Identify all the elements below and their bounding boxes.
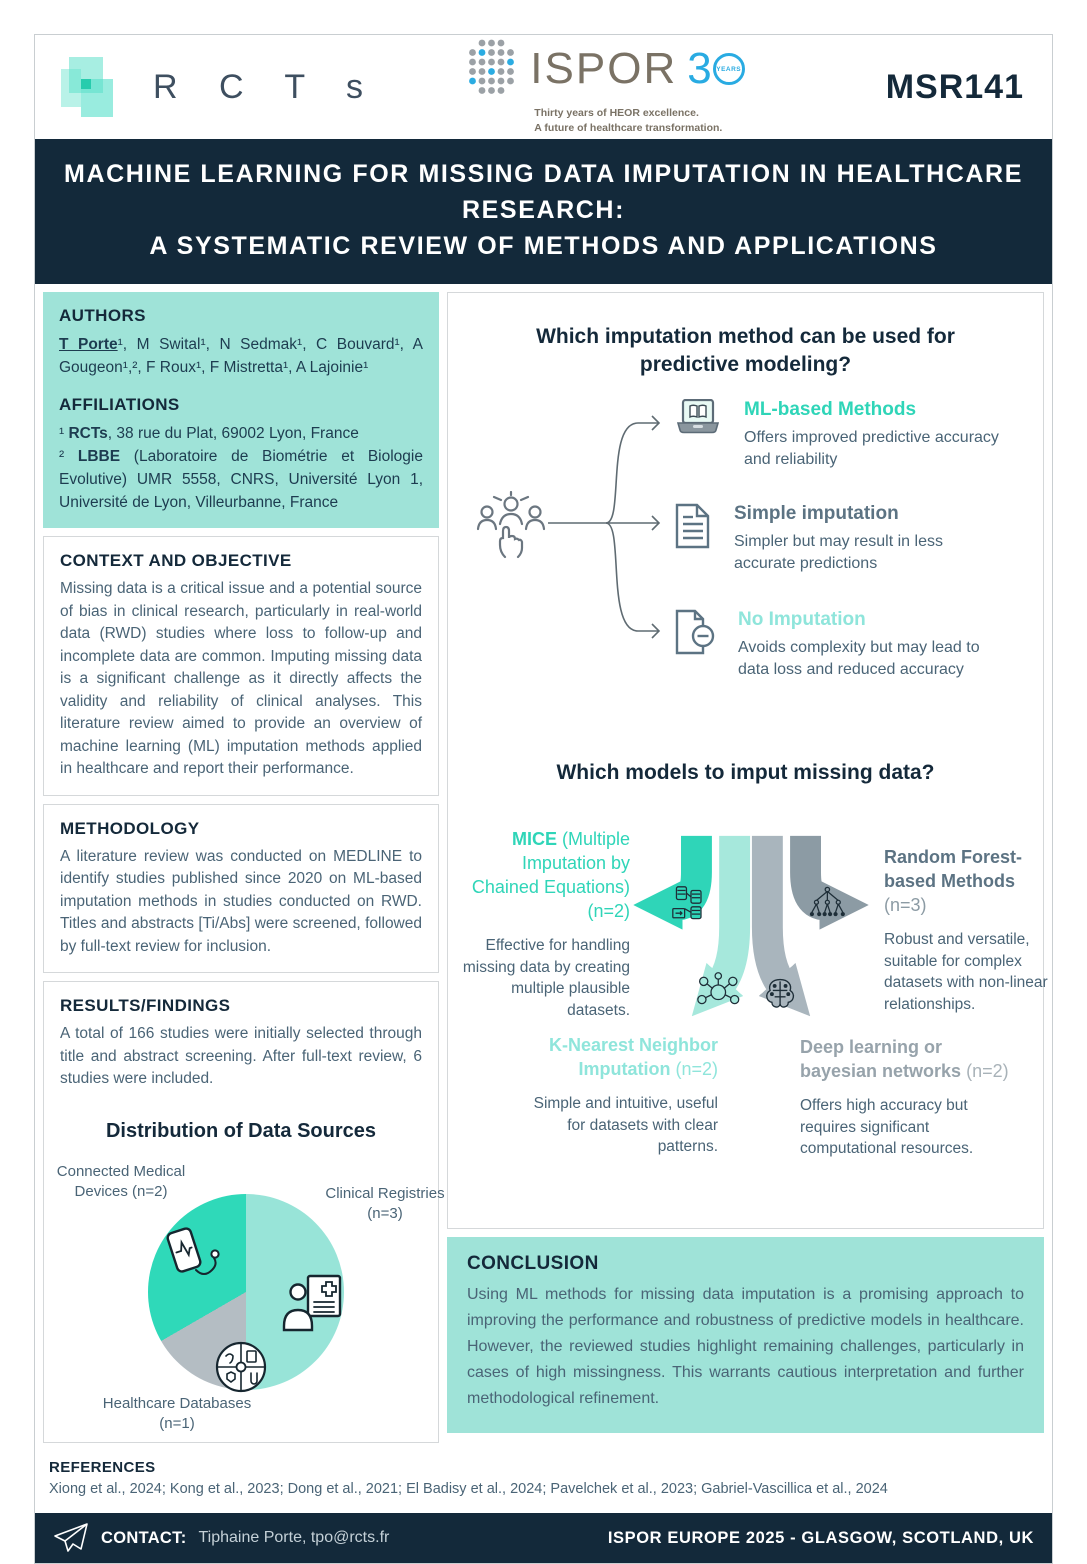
model-random-forest: Random Forest-based Methods (n=3) Robust… xyxy=(884,845,1050,1015)
paper-plane-icon xyxy=(54,1523,88,1552)
branch-simple-title: Simple imputation xyxy=(734,503,899,524)
deep-learning-brain-icon xyxy=(766,978,795,1008)
pie-chart-title: Distribution of Data Sources xyxy=(105,1120,377,1142)
branch-ml-title: ML-based Methods xyxy=(744,399,917,420)
branch-simple-imputation: Simple imputation Simpler but may result… xyxy=(674,503,1006,575)
methods-panel: Which imputation method can be used for … xyxy=(447,292,1048,1229)
context-box: CONTEXT AND OBJECTIVE Missing data is a … xyxy=(43,536,439,796)
model-mice: MICE (Multiple Imputation by Chained Equ… xyxy=(454,827,630,1021)
contact-value: Tiphaine Porte, tpo@rcts.fr xyxy=(198,1529,390,1546)
model-knn-desc: Simple and intuitive, useful for dataset… xyxy=(533,1095,718,1155)
model-mice-desc: Effective for handling missing data by c… xyxy=(462,937,630,1019)
decision-people-icon xyxy=(474,491,548,561)
pie-label-healthcare-databases: Healthcare Databases(n=1) xyxy=(102,1395,252,1432)
methodology-box: METHODOLOGY A literature review was cond… xyxy=(43,803,439,973)
branch-no-imputation: No Imputation Avoids complexity but may … xyxy=(674,609,1010,681)
authors-box: AUTHORS T Porte¹, M Swital¹, N Sedmak¹, … xyxy=(43,292,439,528)
context-body: Missing data is a critical issue and a p… xyxy=(60,580,422,777)
affiliation-2: ² LBBE (Laboratoire de Biométrie et Biol… xyxy=(59,448,423,511)
left-column: AUTHORS T Porte¹, M Swital¹, N Sedmak¹, … xyxy=(43,292,445,1443)
conclusion-body: Using ML methods for missing data imputa… xyxy=(467,1286,1024,1407)
references-section: REFERENCES Xiong et al., 2024; Kong et a… xyxy=(35,1451,1052,1513)
context-heading: CONTEXT AND OBJECTIVE xyxy=(60,551,292,570)
model-arrows-graphic xyxy=(631,829,871,1061)
affiliation-1: ¹ RCTs, 38 rue du Plat, 69002 Lyon, Fran… xyxy=(59,425,359,442)
model-knn: K-Nearest Neighbor Imputation (n=2) Simp… xyxy=(526,1033,718,1158)
lead-author: T Porte xyxy=(59,336,118,353)
question1-heading: Which imputation method can be used for … xyxy=(536,325,955,376)
ispor-wordmark: ISPOR xyxy=(530,44,678,94)
knn-network-icon xyxy=(697,972,740,1005)
ispor-years-circle: YEARS xyxy=(712,53,745,86)
model-dl-desc: Offers high accuracy but requires signif… xyxy=(800,1097,974,1157)
healthcare-database-icon xyxy=(214,1340,268,1394)
rcts-logo-text: R C T s xyxy=(153,67,379,106)
authors-list: T Porte¹, M Swital¹, N Sedmak¹, C Bouvar… xyxy=(59,336,423,376)
branch-ml-desc: Offers improved predictive accuracy and … xyxy=(744,429,999,468)
poster-code: MSR141 xyxy=(885,67,1024,106)
pie-label-clinical-registries: Clinical Registries(n=3) xyxy=(325,1185,445,1222)
event-name: ISPOR EUROPE 2025 - GLASGOW, SCOTLAND, U… xyxy=(607,1528,1034,1547)
footer: CONTACT: Tiphaine Porte, tpo@rcts.fr ISP… xyxy=(35,1513,1052,1563)
contact-label: CONTACT: xyxy=(101,1528,187,1547)
methodology-body: A literature review was conducted on MED… xyxy=(60,847,422,955)
methodology-heading: METHODOLOGY xyxy=(60,818,200,838)
rcts-logo: R C T s xyxy=(59,55,389,119)
affiliations-heading: AFFILIATIONS xyxy=(59,395,180,414)
header: R C T s ISPOR xyxy=(35,35,1052,139)
poster-title: MACHINE LEARNING FOR MISSING DATA IMPUTA… xyxy=(35,139,1052,284)
document-icon xyxy=(674,503,712,575)
branch-none-title: No Imputation xyxy=(738,609,866,630)
laptop-icon xyxy=(674,399,722,471)
branch-ml-based: ML-based Methods Offers improved predict… xyxy=(674,399,1016,471)
question2-heading: Which models to imput missing data? xyxy=(556,761,935,784)
conclusion-heading: CONCLUSION xyxy=(467,1253,599,1274)
references-heading: REFERENCES xyxy=(49,1459,156,1476)
results-heading: RESULTS/FINDINGS xyxy=(60,996,231,1015)
rcts-logo-icon xyxy=(59,55,117,119)
model-rf-desc: Robust and versatile, suitable for compl… xyxy=(884,931,1048,1013)
poster-title-line2: A SYSTEMATIC REVIEW OF METHODS AND APPLI… xyxy=(149,232,938,260)
mice-databases-icon xyxy=(672,886,702,920)
poster-title-line1: MACHINE LEARNING FOR MISSING DATA IMPUTA… xyxy=(64,160,1023,224)
right-column: Which imputation method can be used for … xyxy=(447,292,1048,1443)
ispor-tagline: Thirty years of HEOR excellence. A futur… xyxy=(534,107,723,134)
poster: R C T s ISPOR xyxy=(34,34,1053,1564)
model-deep-learning: Deep learning or bayesian networks (n=2)… xyxy=(800,1035,1018,1160)
ispor-logo: ISPOR 3 YEARS Thirty years of HEOR excel… xyxy=(468,38,745,135)
authors-heading: AUTHORS xyxy=(59,306,146,325)
clinical-registry-icon xyxy=(282,1274,344,1332)
branch-none-desc: Avoids complexity but may lead to data l… xyxy=(738,639,980,678)
branch-simple-desc: Simpler but may result in less accurate … xyxy=(734,533,943,572)
connected-device-icon xyxy=(162,1222,226,1284)
references-body: Xiong et al., 2024; Kong et al., 2023; D… xyxy=(49,1481,888,1497)
conclusion-box: CONCLUSION Using ML methods for missing … xyxy=(447,1237,1044,1433)
results-box: RESULTS/FINDINGS A total of 166 studies … xyxy=(43,981,445,1443)
document-minus-icon xyxy=(674,609,716,681)
ispor-dot-matrix-icon xyxy=(469,39,515,95)
random-forest-tree-icon xyxy=(809,886,845,917)
branch-connector-lines xyxy=(546,395,672,645)
ispor-30-years-mark: 3 YEARS xyxy=(687,47,745,91)
results-body: A total of 166 studies were initially se… xyxy=(60,1025,422,1087)
